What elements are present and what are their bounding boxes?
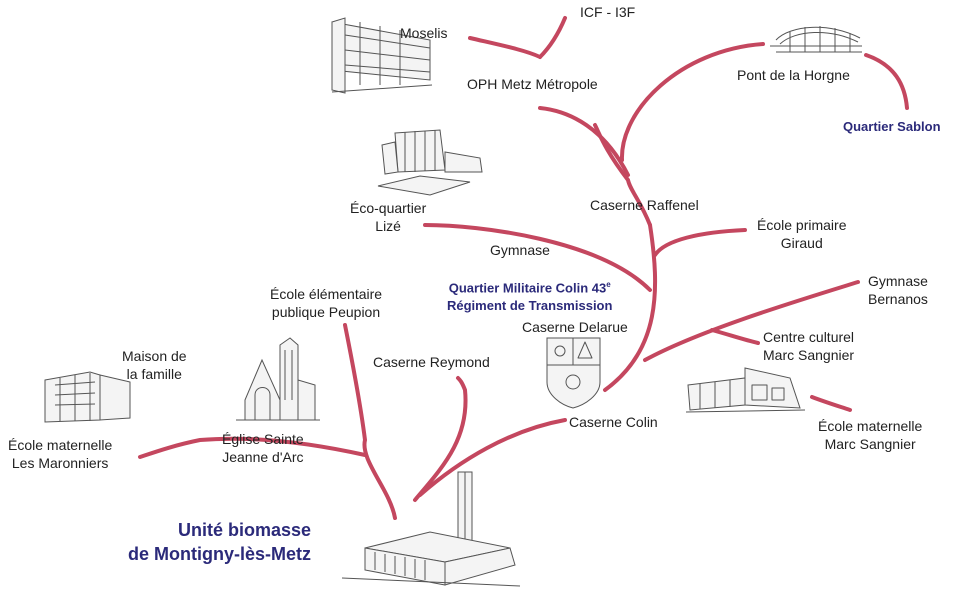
cultural-centre-icon [685, 367, 806, 413]
label-quartier-colin-sup: e [606, 280, 611, 289]
label-centre-culturel-line2: Marc Sangnier [763, 347, 855, 363]
branch-giraud [653, 228, 747, 257]
label-maternelle-maronniers-line1: École maternelle [8, 437, 113, 453]
label-icf-i3f: ICF - I3F [580, 4, 636, 20]
branch-east [643, 280, 860, 362]
branch-maternelle-sangnier [810, 395, 852, 412]
label-gymnase-bernanos-line2: Bernanos [868, 291, 928, 307]
label-quartier-militaire-colin: Quartier Militaire Colin 43e Régiment de… [447, 276, 612, 315]
label-maternelle-maronniers-line2: Les Maronniers [11, 455, 109, 471]
main-title: Unité biomasse de Montigny-lès-Metz [128, 518, 311, 566]
label-ecole-peupion-line2: publique Peupion [271, 304, 381, 320]
label-ecole-primaire-line2: Giraud [780, 235, 823, 251]
label-gymnase-bernanos: Gymnase Bernanos [868, 272, 928, 308]
label-eglise-line2: Jeanne d'Arc [222, 449, 304, 465]
label-maison-famille-line1: Maison de [122, 348, 187, 364]
label-maternelle-sangnier-line2: Marc Sangnier [824, 436, 916, 452]
branch-oph [538, 106, 630, 177]
branch-icf [538, 16, 567, 59]
main-title-line2: de Montigny-lès-Metz [128, 544, 311, 564]
label-centre-culturel-line1: Centre culturel [763, 329, 855, 345]
branch-colin-up [603, 223, 658, 392]
label-ecole-primaire-line1: École primaire [757, 217, 847, 233]
label-eco-line1: Éco-quartier [350, 200, 427, 216]
label-caserne-delarue: Caserne Delarue [522, 319, 628, 335]
label-ecole-peupion: École élémentaire publique Peupion [270, 285, 382, 321]
branch-centre [710, 328, 760, 345]
label-ecole-peupion-line1: École élémentaire [270, 286, 383, 302]
branch-peupion [343, 323, 397, 520]
label-maternelle-sangnier: École maternelle Marc Sangnier [818, 417, 922, 453]
label-caserne-reymond: Caserne Reymond [373, 354, 490, 370]
label-caserne-raffenel: Caserne Raffenel [590, 197, 699, 213]
branch-pont [619, 42, 765, 162]
label-quartier-colin-text: Quartier Militaire Colin 43 [448, 280, 607, 296]
label-ecole-primaire: École primaire Giraud [757, 216, 846, 252]
label-maison-famille: Maison de la famille [122, 347, 187, 383]
branch-colin-trunk [418, 418, 567, 497]
label-maternelle-maronniers: École maternelle Les Maronniers [8, 436, 112, 472]
main-title-line1: Unité biomasse [177, 520, 311, 540]
coat-of-arms-icon [546, 337, 601, 409]
label-eglise-line1: Église Sainte [222, 431, 304, 447]
label-gymnase: Gymnase [490, 242, 550, 258]
label-quartier-colin-line1: Quartier Militaire Colin 43e [447, 276, 612, 297]
label-eglise: Église Sainte Jeanne d'Arc [222, 430, 304, 466]
church-icon [236, 337, 320, 421]
label-oph-metz: OPH Metz Métropole [467, 76, 598, 92]
eco-district-icon [377, 129, 483, 196]
branch-sablon [864, 53, 909, 110]
label-centre-culturel: Centre culturel Marc Sangnier [763, 328, 854, 364]
bridge-icon [770, 26, 862, 53]
label-eco-line2: Lizé [375, 218, 401, 234]
label-gymnase-bernanos-line1: Gymnase [868, 273, 928, 289]
label-pont-horgne: Pont de la Horgne [737, 67, 850, 83]
label-eco-quartier: Éco-quartier Lizé [350, 199, 426, 235]
label-moselis: Moselis [400, 25, 448, 41]
label-maternelle-sangnier-line1: École maternelle [818, 418, 923, 434]
moselis-building-icon [331, 17, 433, 94]
label-quartier-colin-line2: Régiment de Transmission [447, 298, 613, 314]
biomass-plant-icon [341, 471, 521, 587]
branch-reymond [413, 376, 468, 502]
label-maison-famille-line2: la famille [126, 366, 182, 382]
label-caserne-colin: Caserne Colin [569, 414, 658, 430]
label-quartier-sablon: Quartier Sablon [843, 119, 941, 134]
branch-maronniers [138, 436, 367, 459]
branch-moselis [468, 36, 542, 59]
branch-eco [423, 223, 652, 292]
family-house-icon [44, 371, 131, 423]
